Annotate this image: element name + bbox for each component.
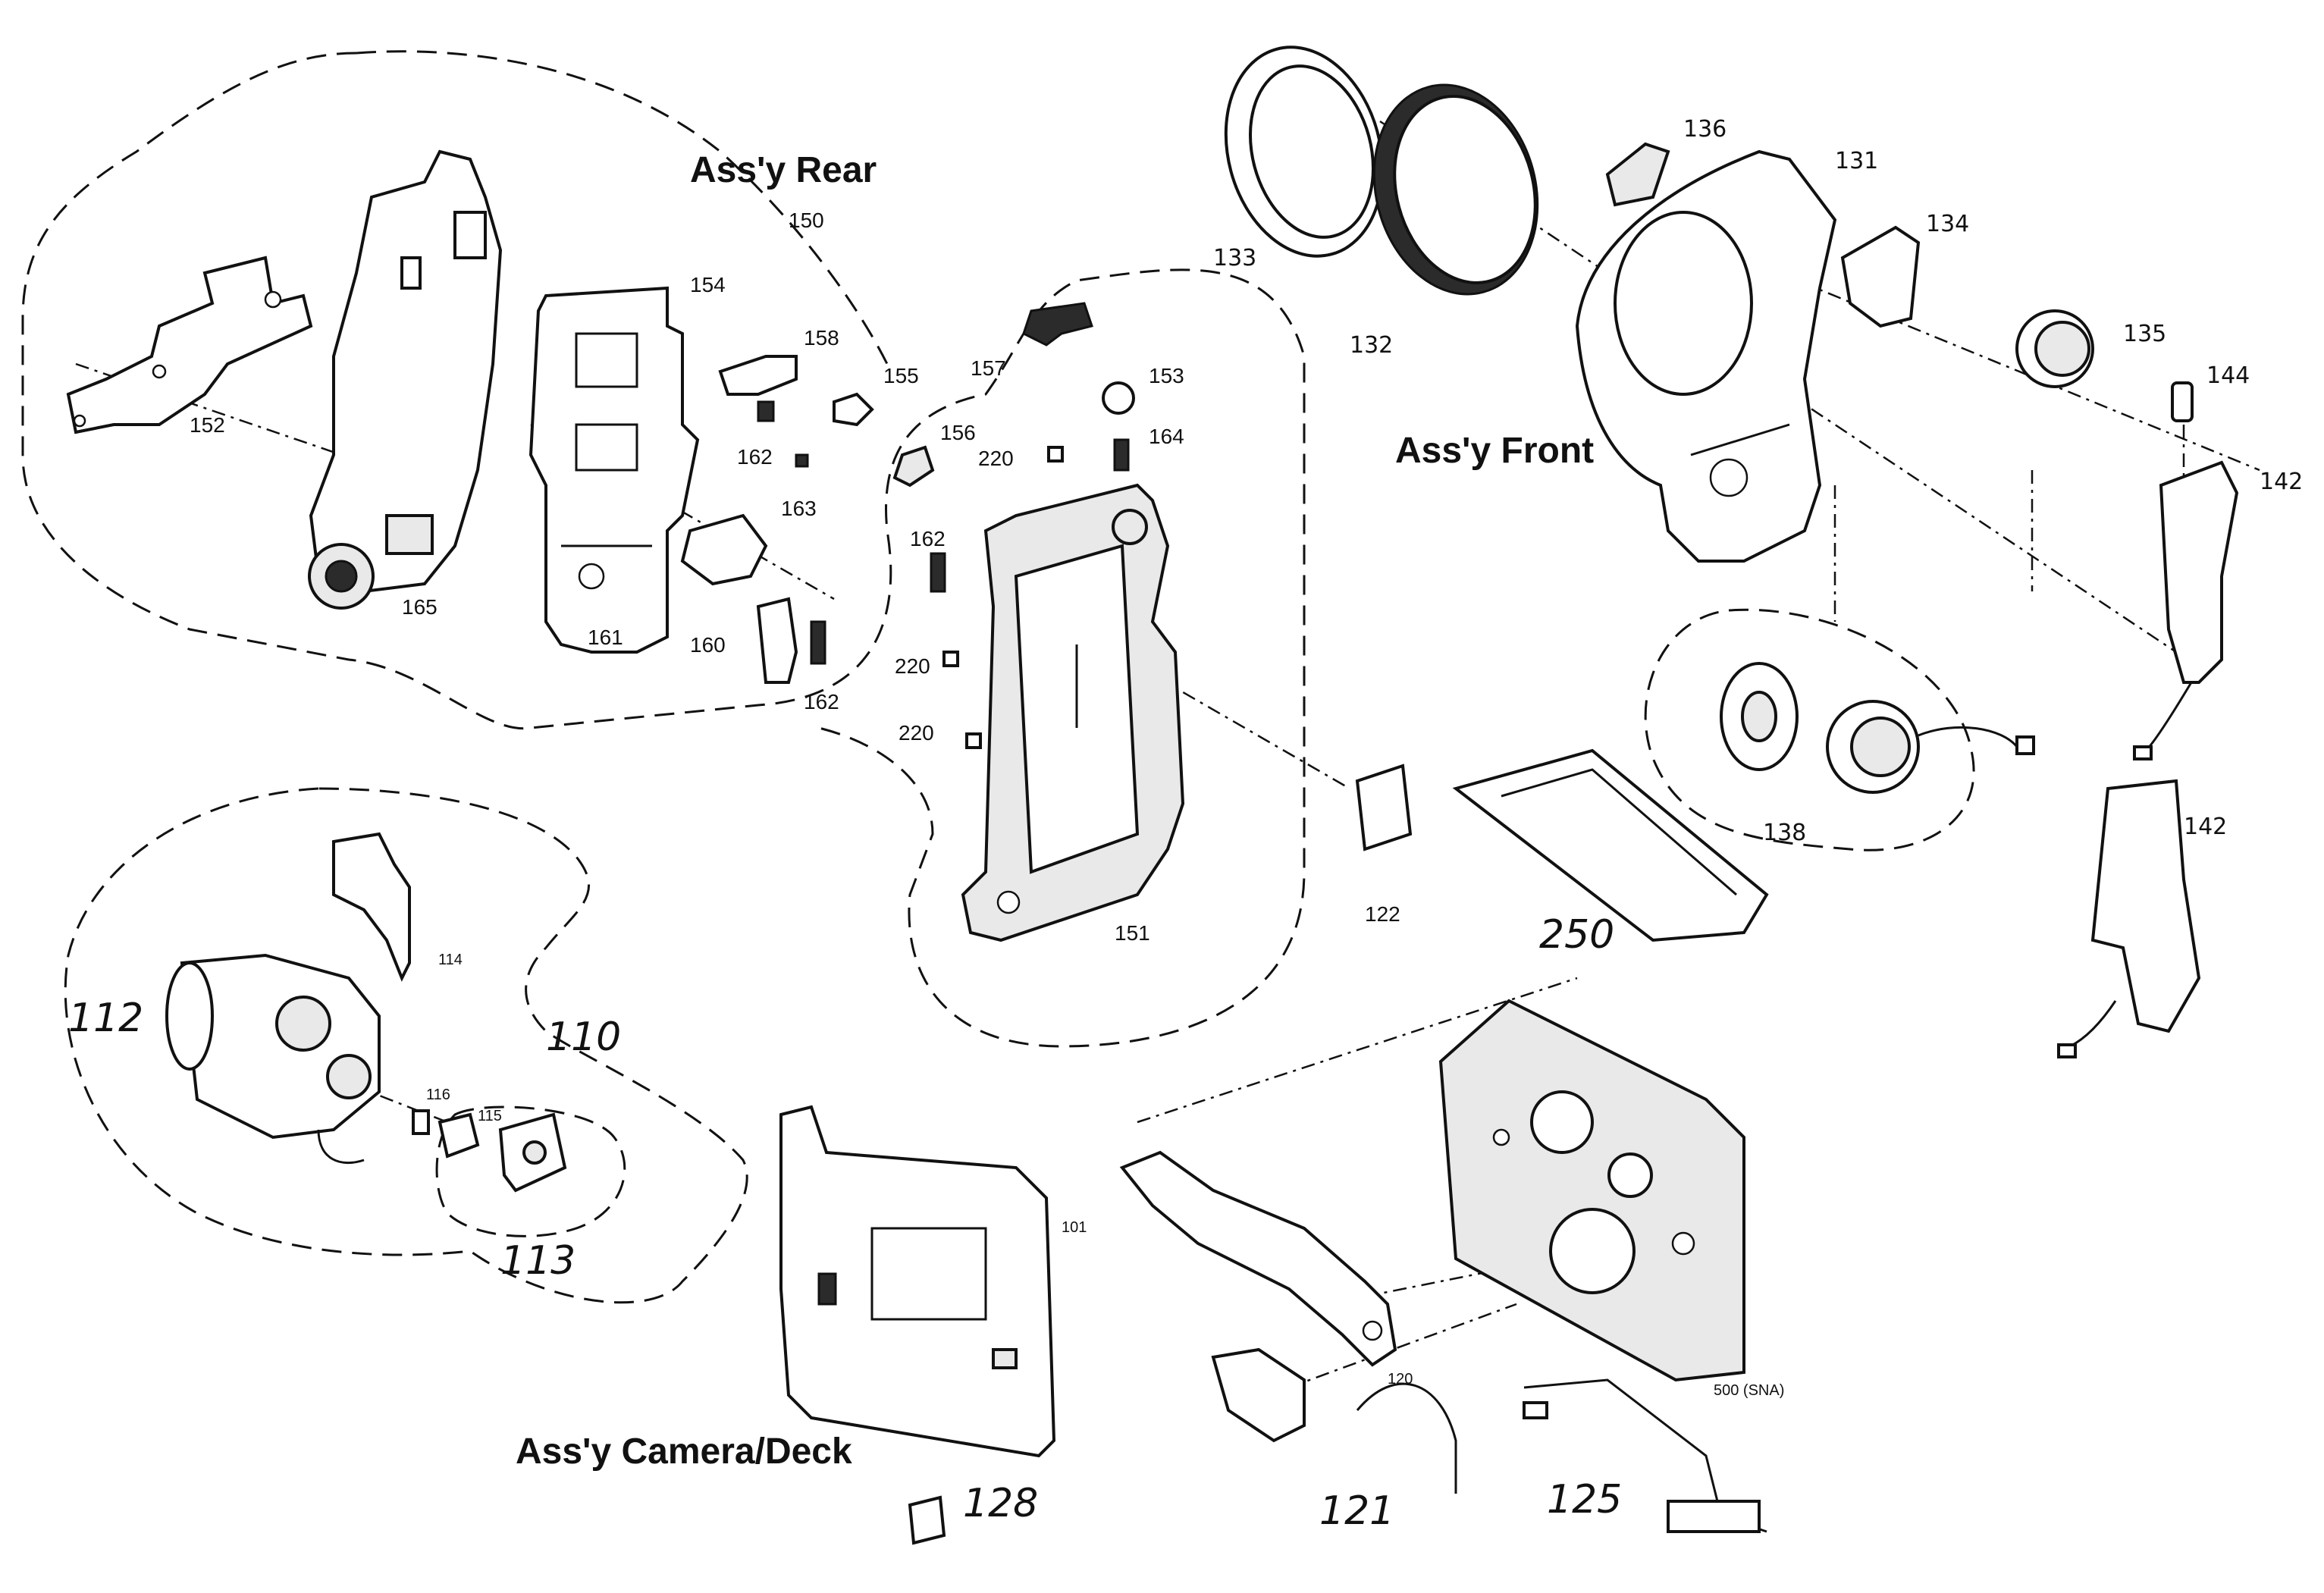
callout-155: 155 <box>883 364 919 387</box>
assembly-front-title: Ass'y Front <box>1395 431 1594 471</box>
part-220-screw-c <box>965 732 982 749</box>
part-152-bracket <box>66 256 313 434</box>
callout-156: 156 <box>940 421 976 444</box>
callout-162-b: 162 <box>910 527 946 550</box>
assembly-camera-deck-title: Ass'y Camera/Deck <box>516 1432 852 1472</box>
callout-154: 154 <box>690 273 726 296</box>
part-101-main-board <box>779 1105 1056 1458</box>
part-125-flex-cable <box>1523 1378 1767 1533</box>
callout-163: 163 <box>781 497 817 520</box>
rear-assembly-outline-top <box>356 50 889 365</box>
part-128-connector <box>908 1495 946 1545</box>
callout-165: 165 <box>402 595 438 619</box>
callout-162-a: 162 <box>737 445 773 469</box>
callout-144: 144 <box>2206 362 2250 389</box>
callout-250: 250 <box>1539 912 1614 958</box>
callout-142-a: 142 <box>2260 469 2303 495</box>
callout-134: 134 <box>1926 211 1969 237</box>
part-131-front-case <box>1575 149 1837 563</box>
part-160-button <box>756 597 798 684</box>
part-120-rail <box>1119 1150 1397 1367</box>
part-157-knob <box>1022 302 1093 347</box>
callout-110: 110 <box>546 1014 621 1060</box>
part-220-screw-b <box>942 651 959 667</box>
callout-115: 115 <box>478 1108 502 1124</box>
part-138-motor <box>1720 662 2035 794</box>
callout-164: 164 <box>1149 425 1184 448</box>
part-122-cover <box>1355 764 1413 851</box>
callout-160: 160 <box>690 633 726 657</box>
callout-157: 157 <box>971 356 1006 380</box>
part-133-lens-ring <box>1224 45 1385 258</box>
part-220-screw-a <box>1047 446 1064 463</box>
callout-114: 114 <box>438 952 463 968</box>
callout-220-c: 220 <box>899 721 934 745</box>
callout-135: 135 <box>2123 321 2166 347</box>
part-115-sensor <box>438 1112 480 1159</box>
part-162-spring-b <box>930 552 946 593</box>
callout-153: 153 <box>1149 364 1184 387</box>
callout-136: 136 <box>1683 116 1727 143</box>
callout-220-b: 220 <box>895 654 930 678</box>
callout-112: 112 <box>68 996 143 1041</box>
callout-132: 132 <box>1350 332 1393 359</box>
part-164-spring <box>1113 438 1130 472</box>
callout-128: 128 <box>963 1481 1038 1526</box>
callout-125: 125 <box>1547 1477 1622 1522</box>
part-162-spring-c <box>810 620 826 665</box>
part-163-spring <box>795 453 809 468</box>
part-165-rear-board <box>308 149 503 610</box>
callout-121: 121 <box>1319 1488 1394 1534</box>
callout-151: 151 <box>1115 921 1150 945</box>
part-142-board-upper <box>2133 460 2239 760</box>
part-151-rear-case <box>961 483 1185 942</box>
motor-group-outline <box>1644 608 1975 851</box>
callout-162-c: 162 <box>804 690 839 713</box>
callout-113: 113 <box>500 1238 576 1284</box>
assembly-rear-title: Ass'y Rear <box>690 150 877 190</box>
callout-116: 116 <box>426 1087 450 1103</box>
part-144-led <box>2171 381 2194 422</box>
part-153-cap <box>1102 381 1135 415</box>
callout-120: 120 <box>1388 1371 1413 1388</box>
part-114-bracket <box>332 832 411 982</box>
callout-161: 161 <box>588 626 623 649</box>
callout-133: 133 <box>1213 245 1256 271</box>
part-500-deck-mechanism <box>1438 999 1745 1382</box>
sub-assembly-113-outline <box>435 1105 626 1237</box>
part-132-focus-ring <box>1372 83 1539 296</box>
part-154-frame <box>528 286 700 654</box>
part-162-spring-a <box>757 400 775 422</box>
part-121-cable <box>1211 1347 1457 1494</box>
part-116-ribbon <box>412 1109 430 1135</box>
part-161-bracket <box>680 513 768 586</box>
callout-500: 500 (SNA) <box>1714 1382 1784 1399</box>
callout-220-a: 220 <box>978 447 1014 470</box>
callout-152: 152 <box>190 413 225 437</box>
part-250-sheet <box>1452 748 1769 942</box>
callout-131: 131 <box>1835 148 1878 174</box>
callout-138: 138 <box>1763 820 1806 846</box>
callout-101: 101 <box>1062 1219 1087 1236</box>
part-136-tab <box>1605 142 1670 207</box>
part-112-lens-block <box>165 953 381 1165</box>
callout-158: 158 <box>804 326 839 350</box>
part-113-ccd <box>498 1112 567 1193</box>
callout-142-b: 142 <box>2184 814 2227 840</box>
part-callouts: 150 152 154 158 155 157 153 156 164 162 … <box>68 116 2303 1534</box>
part-135-speaker <box>2015 309 2094 388</box>
callout-122: 122 <box>1365 902 1400 926</box>
rear-assembly-outline <box>21 52 1306 1048</box>
part-155-lever <box>833 392 874 427</box>
lens-assembly-outline <box>64 787 748 1304</box>
part-156-switch <box>892 445 935 488</box>
part-142-board-lower <box>2057 779 2201 1058</box>
part-134-frame <box>1840 225 1921 328</box>
part-158-slider <box>718 355 798 396</box>
callout-150: 150 <box>789 209 824 232</box>
